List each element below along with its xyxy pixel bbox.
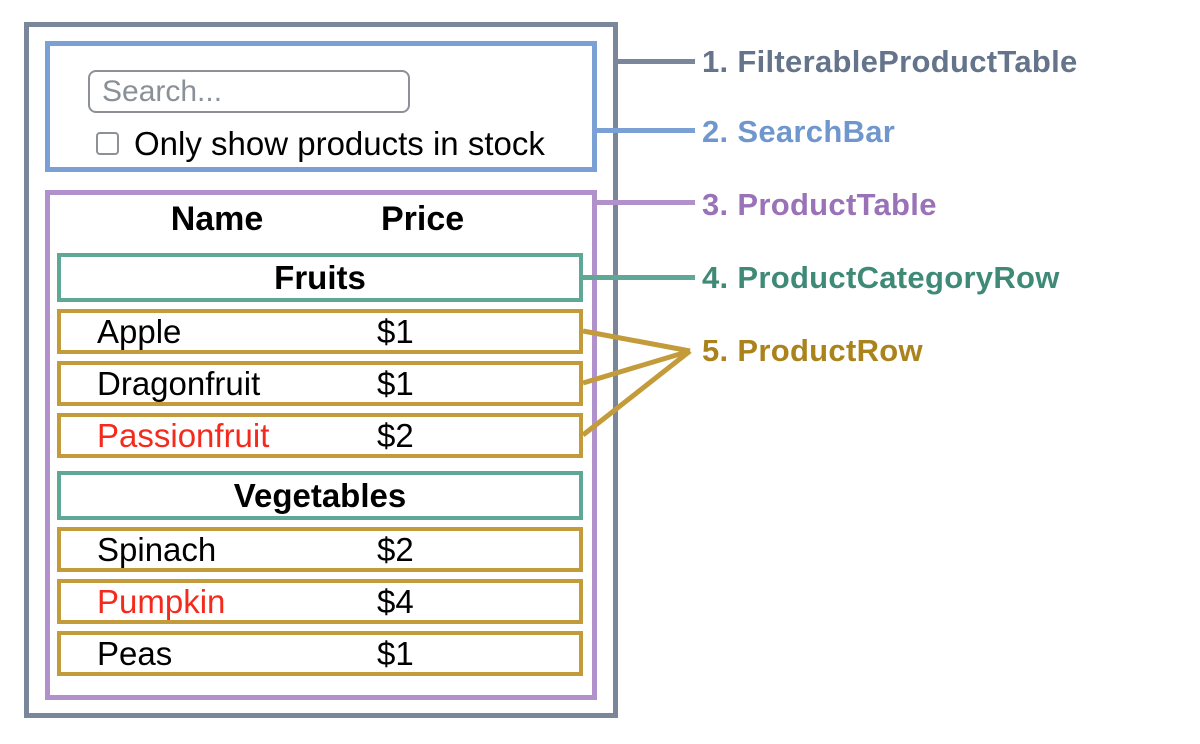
in-stock-checkbox-label: Only show products in stock — [134, 125, 545, 162]
column-header-price: Price — [381, 200, 465, 238]
product-name: Dragonfruit — [97, 364, 261, 402]
product-name: Passionfruit — [97, 416, 270, 454]
product-row-pumpkin: Pumpkin $4 — [57, 579, 583, 624]
column-header-name: Name — [170, 200, 264, 238]
product-price: $1 — [377, 312, 414, 350]
label-product-category-row: 4. ProductCategoryRow — [702, 260, 1060, 295]
product-price: $1 — [377, 364, 414, 402]
connector-line-product-category-row — [583, 275, 695, 280]
in-stock-checkbox[interactable] — [96, 132, 119, 155]
product-name: Peas — [97, 634, 173, 672]
product-category-row-fruits: Fruits — [57, 253, 583, 302]
product-price: $2 — [377, 416, 414, 454]
label-search-bar: 2. SearchBar — [702, 114, 896, 149]
product-price: $1 — [377, 634, 414, 672]
product-row-dragonfruit: Dragonfruit $1 — [57, 361, 583, 406]
product-price: $2 — [377, 530, 414, 568]
product-row-peas: Peas $1 — [57, 631, 583, 676]
product-price: $4 — [377, 582, 414, 620]
category-label: Fruits — [274, 258, 366, 296]
connector-line-filterable-product-table — [618, 59, 695, 64]
product-name: Spinach — [97, 530, 217, 568]
connector-line-product-table — [597, 200, 695, 205]
product-row-apple: Apple $1 — [57, 309, 583, 354]
product-name: Pumpkin — [97, 582, 226, 620]
product-name: Apple — [97, 312, 182, 350]
label-filterable-product-table: 1. FilterableProductTable — [702, 44, 1078, 79]
product-row-spinach: Spinach $2 — [57, 527, 583, 572]
label-product-table: 3. ProductTable — [702, 187, 937, 222]
search-input[interactable] — [88, 70, 410, 113]
label-product-row: 5. ProductRow — [702, 333, 923, 368]
category-label: Vegetables — [233, 476, 407, 514]
product-category-row-vegetables: Vegetables — [57, 471, 583, 520]
product-row-passionfruit: Passionfruit $2 — [57, 413, 583, 458]
connector-line-search-bar — [597, 128, 695, 133]
